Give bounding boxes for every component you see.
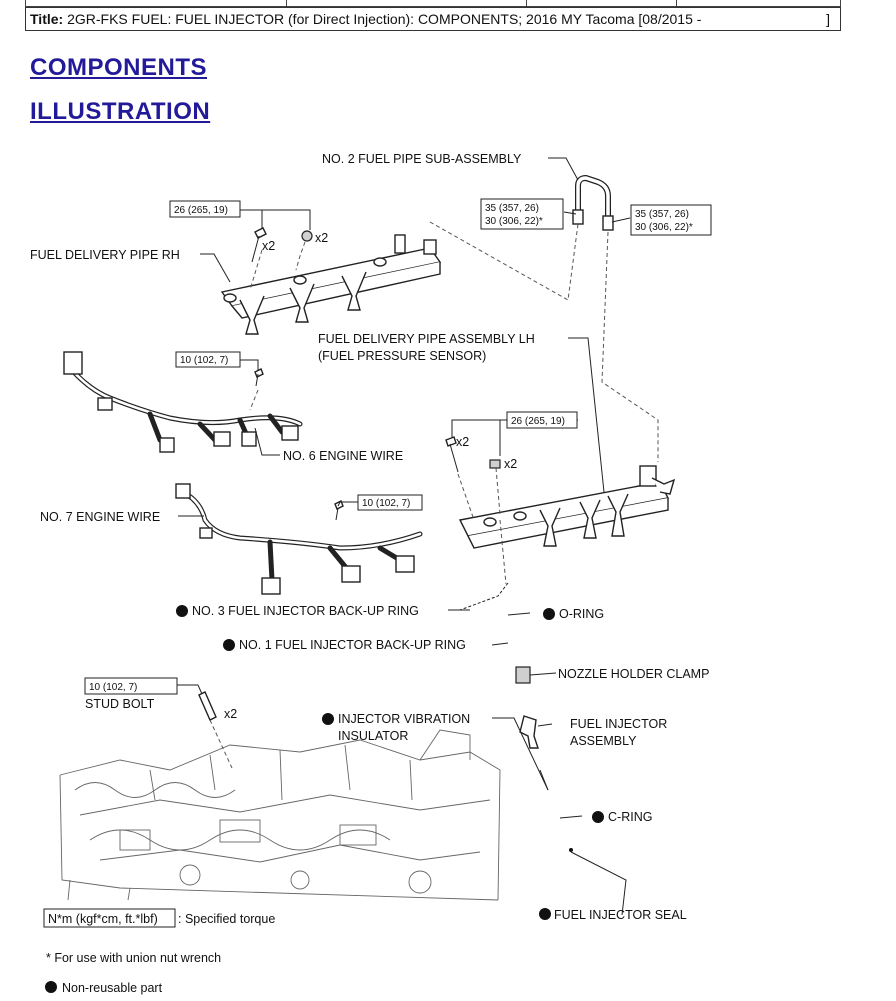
illustration-heading-link[interactable]: ILLUSTRATION bbox=[30, 98, 211, 125]
lh-pipe-bolt-drawing bbox=[445, 436, 501, 473]
torque-box-pipe-union-left: 35 (357, 26) 30 (306, 22)* bbox=[480, 198, 564, 230]
label-fuel-delivery-rh: FUEL DELIVERY PIPE RH bbox=[30, 248, 180, 262]
svg-text:10 (102, 7): 10 (102, 7) bbox=[89, 682, 137, 693]
torque-box-pipe-union-right: 35 (357, 26) 30 (306, 22)* bbox=[630, 204, 712, 236]
non-reusable-dot bbox=[322, 713, 334, 725]
components-illustration: 26 (265, 19) x2 x2 35 (357, 26) 30 (306,… bbox=[30, 152, 712, 995]
stud-bolt-drawing bbox=[198, 691, 217, 721]
svg-text:35 (357, 26): 35 (357, 26) bbox=[485, 203, 539, 214]
svg-text:N*m (kgf*cm, ft.*lbf): N*m (kgf*cm, ft.*lbf) bbox=[48, 912, 158, 926]
torque-box-no7-wire: 10 (102, 7) bbox=[357, 494, 423, 511]
svg-text:: Specified torque: : Specified torque bbox=[178, 912, 275, 926]
svg-text:10 (102, 7): 10 (102, 7) bbox=[180, 355, 228, 366]
no2-fuel-pipe-drawing bbox=[572, 174, 614, 231]
non-reusable-dot bbox=[543, 608, 555, 620]
label-nozzle-holder-clamp: NOZZLE HOLDER CLAMP bbox=[558, 667, 709, 681]
label-no3-backup-ring: NO. 3 FUEL INJECTOR BACK-UP RING bbox=[192, 604, 419, 618]
legend-torque: N*m (kgf*cm, ft.*lbf) : Specified torque bbox=[43, 908, 275, 928]
svg-text:30 (306, 22)*: 30 (306, 22)* bbox=[485, 216, 543, 227]
title-prefix: Title: bbox=[30, 11, 64, 27]
rh-pipe-bolt-drawing bbox=[251, 227, 313, 263]
non-reusable-dot bbox=[592, 811, 604, 823]
small-parts-drawing bbox=[459, 582, 583, 852]
qty-lh-bolt: x2 bbox=[456, 435, 469, 449]
svg-text:10 (102, 7): 10 (102, 7) bbox=[362, 498, 410, 509]
legend-non-reusable-dot bbox=[45, 981, 57, 993]
label-no7-engine-wire: NO. 7 ENGINE WIRE bbox=[40, 510, 160, 524]
qty-stud: x2 bbox=[224, 707, 237, 721]
label-fuel-pressure-sensor: (FUEL PRESSURE SENSOR) bbox=[318, 349, 486, 363]
label-vibration-insulator: INJECTOR VIBRATION bbox=[338, 712, 470, 726]
no6-engine-wire-drawing bbox=[63, 351, 303, 453]
label-fuel-injector-assembly: FUEL INJECTOR bbox=[570, 717, 667, 731]
qty-lh-spacer: x2 bbox=[504, 457, 517, 471]
torque-box-no6-wire: 10 (102, 7) bbox=[175, 351, 241, 368]
non-reusable-dot bbox=[176, 605, 188, 617]
svg-text:26 (265, 19): 26 (265, 19) bbox=[174, 205, 228, 216]
table-top-rule bbox=[25, 0, 841, 7]
qty-rh-bolt: x2 bbox=[262, 239, 275, 253]
no7-engine-wire-drawing bbox=[175, 483, 423, 595]
label-o-ring: O-RING bbox=[559, 607, 604, 621]
legend-asterisk-note: * For use with union nut wrench bbox=[46, 951, 221, 965]
non-reusable-dot bbox=[539, 908, 551, 920]
qty-rh-spacer: x2 bbox=[315, 231, 328, 245]
title-text: 2GR-FKS FUEL: FUEL INJECTOR (for Direct … bbox=[63, 11, 702, 27]
label-fuel-injector-seal: FUEL INJECTOR SEAL bbox=[554, 908, 687, 922]
label-c-ring: C-RING bbox=[608, 810, 652, 824]
label-fuel-injector-assembly-2: ASSEMBLY bbox=[570, 734, 637, 748]
torque-box-stud-bolt: 10 (102, 7) bbox=[84, 677, 178, 695]
engine-block-drawing bbox=[59, 729, 501, 901]
label-no2-fuel-pipe: NO. 2 FUEL PIPE SUB-ASSEMBLY bbox=[322, 152, 522, 166]
label-no1-backup-ring: NO. 1 FUEL INJECTOR BACK-UP RING bbox=[239, 638, 466, 652]
fuel-delivery-pipe-rh-drawing bbox=[220, 234, 442, 335]
svg-text:26 (265, 19): 26 (265, 19) bbox=[511, 416, 565, 427]
label-stud-bolt: STUD BOLT bbox=[85, 697, 155, 711]
svg-text:30 (306, 22)*: 30 (306, 22)* bbox=[635, 222, 693, 233]
fuel-delivery-pipe-lh-drawing bbox=[458, 465, 676, 549]
torque-box-rh-pipe: 26 (265, 19) bbox=[169, 200, 241, 218]
components-heading-link[interactable]: COMPONENTS bbox=[30, 54, 208, 81]
label-vibration-insulator-2: INSULATOR bbox=[338, 729, 408, 743]
non-reusable-dot bbox=[223, 639, 235, 651]
svg-text:35 (357, 26): 35 (357, 26) bbox=[635, 209, 689, 220]
label-fuel-delivery-lh: FUEL DELIVERY PIPE ASSEMBLY LH bbox=[318, 332, 535, 346]
legend-non-reusable: Non-reusable part bbox=[62, 981, 163, 995]
torque-box-lh-pipe: 26 (265, 19) bbox=[506, 411, 578, 429]
label-no6-engine-wire: NO. 6 ENGINE WIRE bbox=[283, 449, 403, 463]
document-title-bar: Title: 2GR-FKS FUEL: FUEL INJECTOR (for … bbox=[25, 7, 841, 31]
title-bracket: ] bbox=[826, 11, 830, 27]
